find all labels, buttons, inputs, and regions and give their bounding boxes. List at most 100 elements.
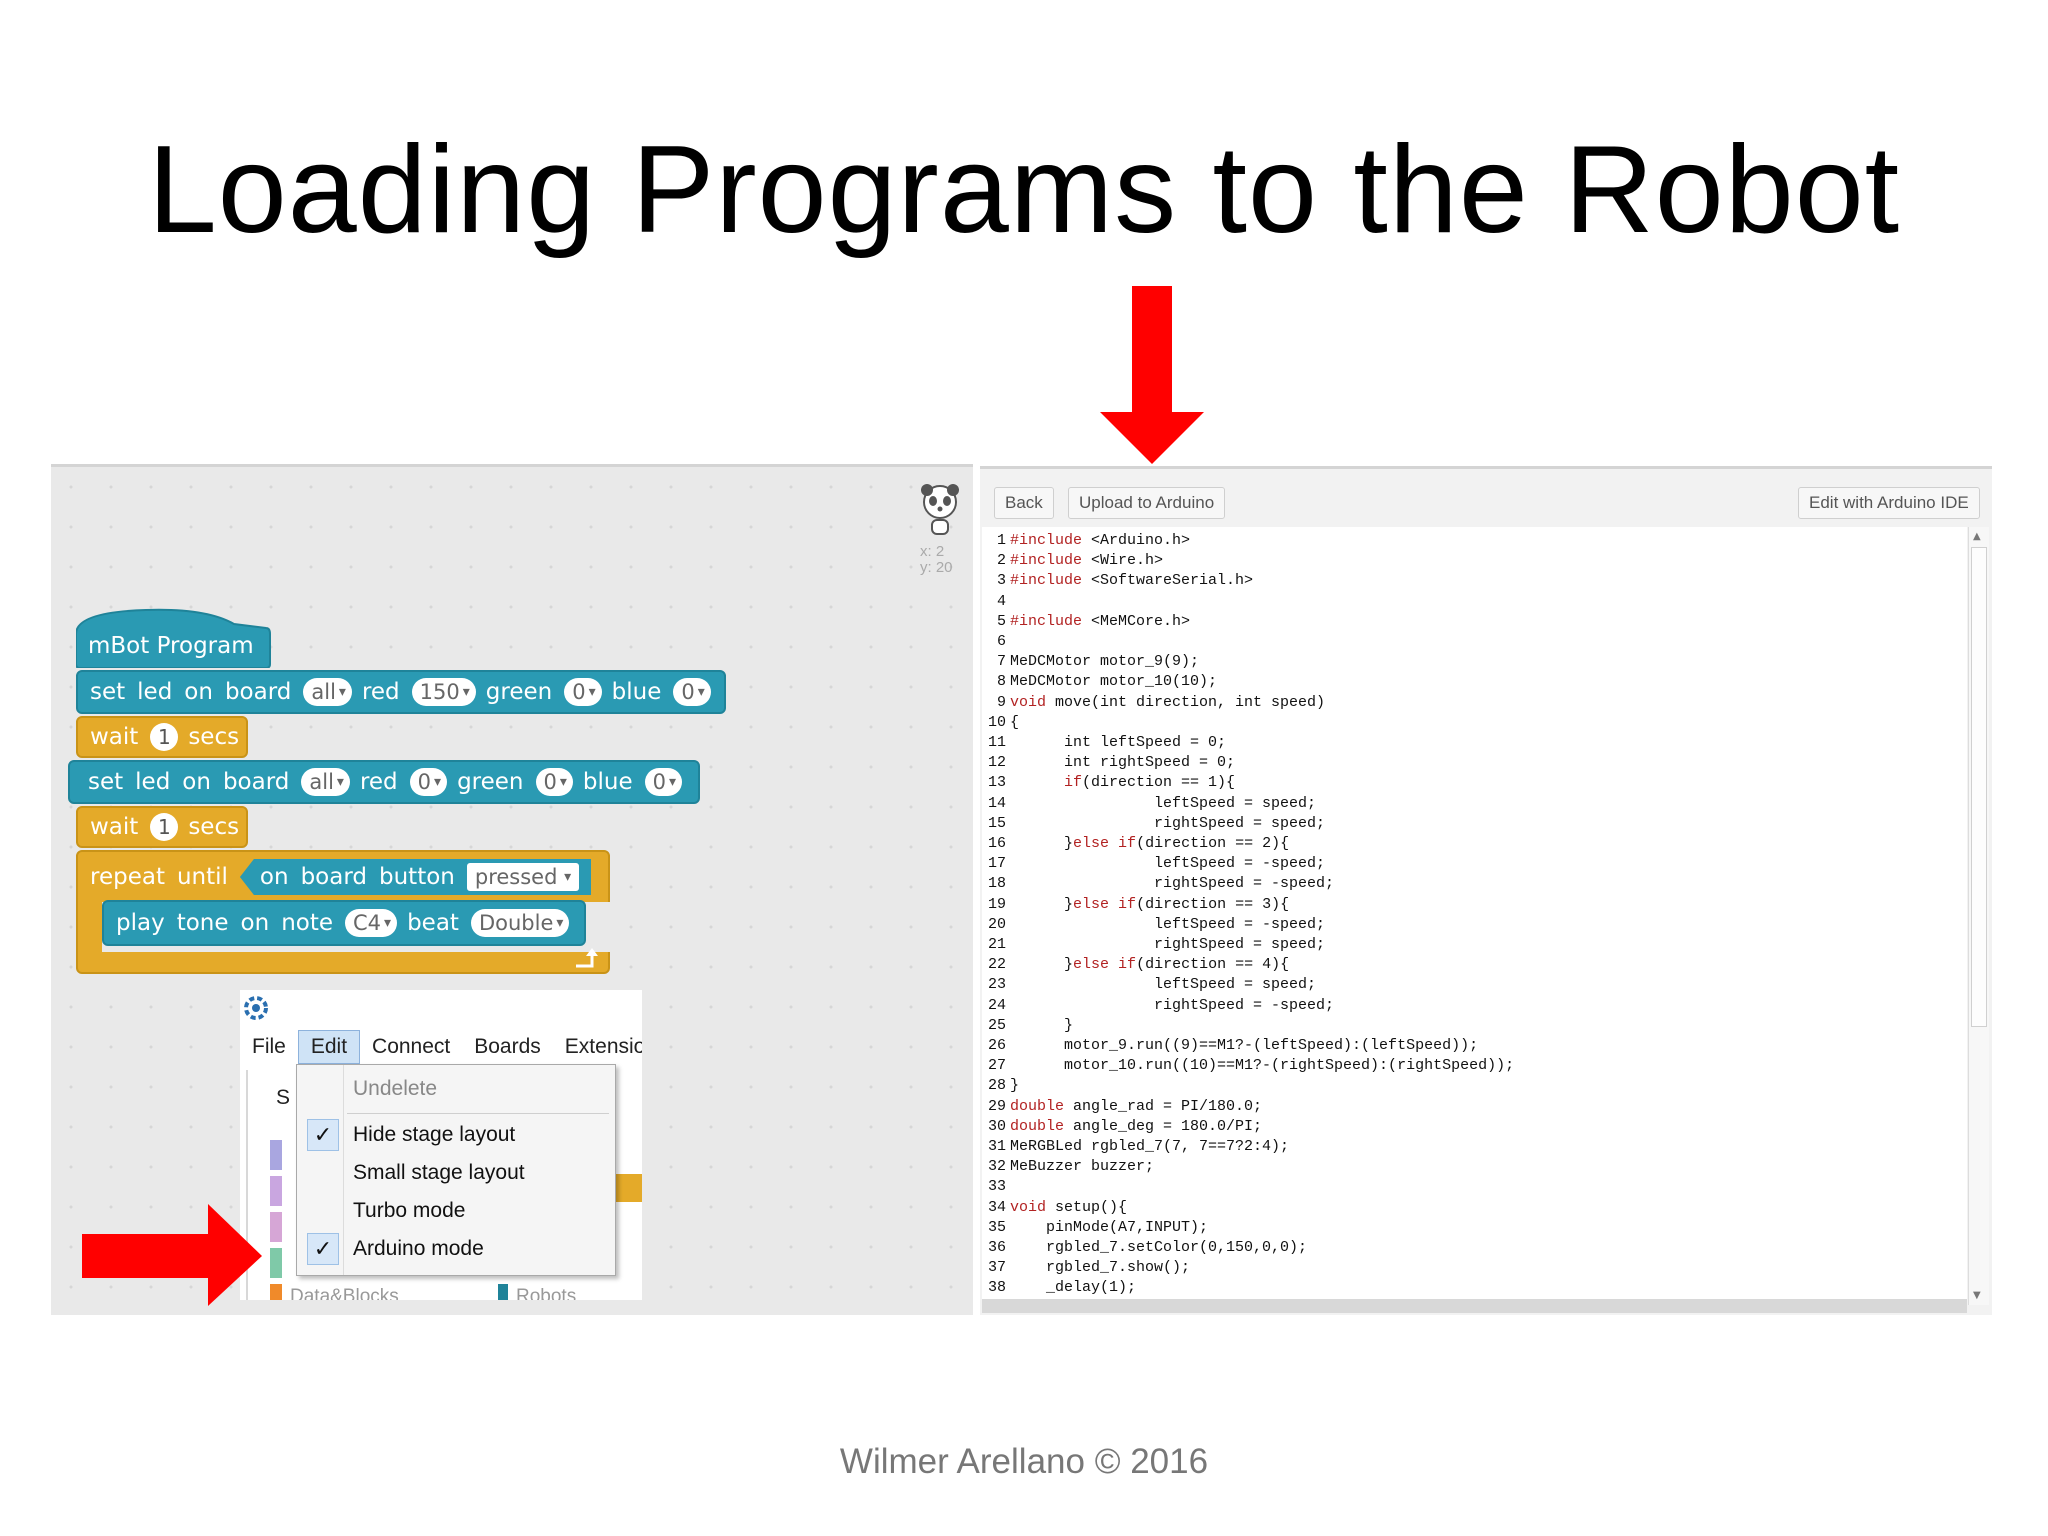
- tab-peek: S: [276, 1086, 291, 1109]
- menu-edit[interactable]: Edit: [297, 1030, 361, 1064]
- line-number: 2: [996, 552, 1006, 570]
- code-line: 13 if(direction == 1){: [982, 773, 1235, 793]
- line-number: 26: [987, 1037, 1006, 1054]
- line-number: 36: [987, 1239, 1006, 1256]
- wait-seconds-input[interactable]: 1: [150, 723, 179, 751]
- code-text: MeBuzzer buzzer;: [1010, 1158, 1155, 1176]
- code-text: MeDCMotor motor_10(10);: [1010, 673, 1218, 691]
- line-number: 25: [987, 1016, 1006, 1034]
- code-line: 12 int rightSpeed = 0;: [982, 753, 1235, 773]
- vertical-scrollbar[interactable]: ▲ ▼: [1968, 527, 1989, 1305]
- menu-item-hide-stage-layout[interactable]: Hide stage layout: [353, 1123, 516, 1146]
- code-line: 19 }else if(direction == 3){: [982, 895, 1289, 915]
- code-text: MeDCMotor motor_9(9);: [1010, 653, 1200, 671]
- loop-arrow-icon: [576, 948, 598, 968]
- code-text: leftSpeed = -speed;: [1010, 855, 1326, 873]
- code-text: int leftSpeed = 0;: [1010, 734, 1227, 751]
- code-text: rightSpeed = speed;: [1010, 814, 1326, 832]
- code-line: 2#include <Wire.h>: [982, 551, 1163, 571]
- hat-block-shape: [76, 608, 271, 668]
- code-text: }else if(direction == 4){: [1010, 956, 1290, 974]
- button-state-select[interactable]: pressed ▾: [466, 863, 580, 891]
- line-number: 11: [987, 734, 1006, 751]
- line-number: 8: [996, 673, 1006, 691]
- code-line: 3#include <SoftwareSerial.h>: [982, 571, 1253, 591]
- code-line: 17 leftSpeed = -speed;: [982, 854, 1325, 874]
- line-number: 28: [987, 1077, 1006, 1095]
- horizontal-scrollbar[interactable]: [982, 1299, 1967, 1313]
- line-number: 15: [987, 814, 1006, 832]
- code-line: 36 rgbled_7.setColor(0,150,0,0);: [982, 1238, 1307, 1258]
- code-text: }: [1010, 1077, 1020, 1095]
- code-line: 1#include <Arduino.h>: [982, 531, 1190, 551]
- code-line: 28}: [982, 1076, 1019, 1096]
- line-number: 10: [987, 713, 1006, 731]
- code-line: 14 leftSpeed = speed;: [982, 794, 1316, 814]
- led-select[interactable]: all▾: [303, 678, 352, 706]
- code-editor[interactable]: 1#include <Arduino.h>2#include <Wire.h>3…: [982, 527, 1967, 1305]
- code-line: 26 motor_9.run((9)==M1?-(leftSpeed):(lef…: [982, 1036, 1478, 1056]
- code-text: rightSpeed = -speed;: [1010, 875, 1335, 893]
- code-line: 24 rightSpeed = -speed;: [982, 996, 1334, 1016]
- line-number: 30: [987, 1117, 1006, 1135]
- code-line: 10{: [982, 713, 1019, 733]
- code-text: int rightSpeed = 0;: [1010, 754, 1236, 772]
- upload-to-arduino-button[interactable]: Upload to Arduino: [1068, 487, 1226, 519]
- code-text: {: [1010, 713, 1020, 731]
- code-text: double angle_deg = 180.0/PI;: [1010, 1117, 1263, 1135]
- code-line: 25 }: [982, 1016, 1073, 1036]
- menu-item-arduino-mode[interactable]: Arduino mode: [353, 1237, 484, 1260]
- code-line: 33: [982, 1177, 1010, 1197]
- edit-with-arduino-ide-button[interactable]: Edit with Arduino IDE: [1798, 487, 1980, 519]
- code-text: void setup(){: [1010, 1198, 1128, 1216]
- menu-extensions[interactable]: Extensions: [564, 1035, 642, 1058]
- menu-item-small-stage-layout[interactable]: Small stage layout: [353, 1161, 525, 1184]
- blue-value-input[interactable]: 0▾: [644, 768, 683, 796]
- code-line: 18 rightSpeed = -speed;: [982, 874, 1334, 894]
- code-line: 23 leftSpeed = speed;: [982, 975, 1316, 995]
- code-text: rgbled_7.setColor(0,150,0,0);: [1010, 1239, 1308, 1256]
- code-line: 4: [982, 592, 1010, 612]
- menu-item-turbo-mode[interactable]: Turbo mode: [353, 1199, 466, 1222]
- menu-file[interactable]: File: [252, 1035, 286, 1058]
- red-value-input[interactable]: 0▾: [409, 768, 448, 796]
- menu-item-undelete[interactable]: Undelete: [353, 1077, 438, 1100]
- code-text: }: [1010, 1016, 1074, 1034]
- led-select[interactable]: all▾: [301, 768, 350, 796]
- mblock-logo-icon: [244, 996, 268, 1020]
- edit-dropdown-menu: Undelete ✓ Hide stage layout Small stage…: [296, 1064, 616, 1276]
- line-number: 24: [987, 996, 1006, 1014]
- blue-value-input[interactable]: 0▾: [673, 678, 711, 706]
- menu-boards[interactable]: Boards: [474, 1035, 541, 1058]
- code-line: 38 _delay(1);: [982, 1278, 1136, 1298]
- code-text: }else if(direction == 3){: [1010, 895, 1290, 913]
- back-button[interactable]: Back: [994, 487, 1054, 519]
- green-value-input[interactable]: 0▾: [535, 768, 573, 796]
- mbot-program-hat-block[interactable]: mBot Program: [88, 633, 254, 659]
- line-number: 5: [996, 612, 1006, 630]
- right-arrow-icon: [82, 1204, 262, 1306]
- green-value-input[interactable]: 0▾: [564, 678, 602, 706]
- menu-connect[interactable]: Connect: [372, 1035, 451, 1058]
- code-line: 11 int leftSpeed = 0;: [982, 733, 1226, 753]
- note-select[interactable]: C4▾: [345, 909, 398, 937]
- beat-select[interactable]: Double▾: [470, 909, 570, 937]
- red-value-input[interactable]: 150▾: [411, 678, 476, 706]
- wait-seconds-input[interactable]: 1: [150, 813, 179, 841]
- line-number: 33: [987, 1178, 1006, 1196]
- line-number: 31: [987, 1138, 1006, 1155]
- line-number: 17: [987, 855, 1006, 873]
- line-number: 29: [987, 1097, 1006, 1115]
- code-line: 35 pinMode(A7,INPUT);: [982, 1218, 1208, 1238]
